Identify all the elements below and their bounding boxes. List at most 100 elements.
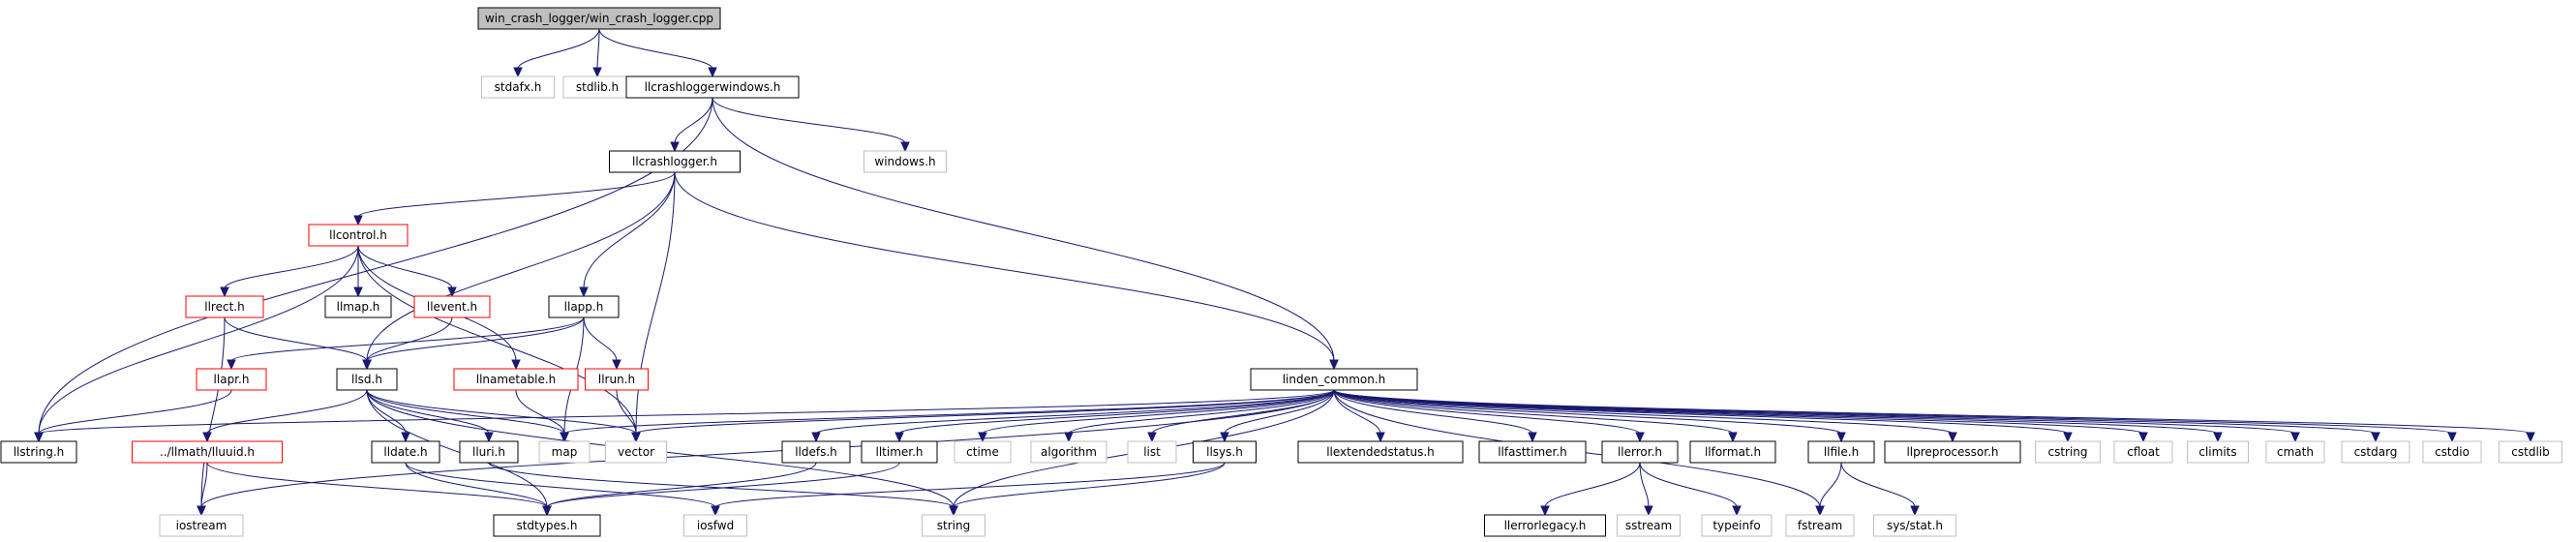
edge-llcrashlogger-to-llsd [362,171,676,371]
node-box [132,440,283,464]
node-box [781,440,851,464]
node-label: cstdio [2435,445,2470,459]
edge-llsys-to-iosfwd [711,462,1226,517]
node-llsd-h[interactable]: llsd.h [336,368,398,391]
node-box [1478,440,1587,464]
node-string: string [922,514,985,537]
node-box [1297,440,1464,464]
node-box [1617,514,1681,537]
edge-llcrashloggerwindows-to-linden-common [712,97,1339,371]
node-lltimer-h[interactable]: lltimer.h [861,440,938,464]
node-algorithm: algorithm [1030,440,1107,464]
node-label: llsd.h [351,373,382,386]
node-climits: climits [2187,440,2249,464]
edge-linden-common-to-llextendedstatus [1333,389,1385,443]
node-llapp-h[interactable]: llapp.h [548,295,620,318]
node-label: iosfwd [697,519,734,532]
edge-linden-common-to-llformat [1333,389,1738,443]
node-llmath-lluuid-h[interactable]: ../llmath/lluuid.h [132,440,283,464]
node-llrect-h[interactable]: llrect.h [185,295,264,318]
edge-llcrashlogger-to-llcontrol [353,171,676,226]
node-iostream: iostream [159,514,244,537]
node-cstdarg: cstdarg [2341,440,2410,464]
node-box [336,368,398,391]
node-llformat-h[interactable]: llformat.h [1689,440,1776,464]
node-label: llcrashloggerwindows.h [645,80,781,94]
node-label: ctime [966,445,999,459]
node-label: string [937,519,970,532]
node-linden-common-h[interactable]: linden_common.h [1250,368,1418,391]
node-box [324,295,392,318]
node-llerrorlegacy-h[interactable]: llerrorlegacy.h [1484,514,1606,537]
node-box [477,7,721,30]
node-llfasttimer-h[interactable]: llfasttimer.h [1478,440,1587,464]
edge-llerror-to-llerrorlegacy [1540,462,1641,517]
node-win-crash-logger-win-crash-logger-cpp[interactable]: win_crash_logger/win_crash_logger.cpp [477,7,721,30]
node-box [922,514,985,537]
edge-linden-common-to-ctime [978,389,1335,443]
node-lldate-h[interactable]: lldate.h [371,440,440,464]
node-llsys-h[interactable]: llsys.h [1193,440,1257,464]
node-label: climits [2198,445,2236,459]
node-label: ../llmath/lluuid.h [160,445,255,459]
node-stdtypes-h[interactable]: stdtypes.h [493,514,601,537]
node-label: lldate.h [383,445,427,459]
edge-lldefs-to-stdtypes [542,462,817,517]
edge-llapp-to-llrun [583,316,621,371]
node-box [2499,440,2562,464]
node-box [1701,514,1773,537]
node-box [185,295,264,318]
node-box [196,368,267,391]
node-label: cmath [2277,445,2314,459]
edge-linden-common-to-llpreprocessor [1333,389,1957,443]
node-llrun-h[interactable]: llrun.h [585,368,649,391]
node-label: llpreprocessor.h [1906,445,1998,459]
node-cstdlib: cstdlib [2499,440,2562,464]
node-box [548,295,620,318]
edge-llcontrol-to-llmap [353,245,363,298]
node-llcrashlogger-h[interactable]: llcrashlogger.h [609,150,741,173]
node-label: stdlib.h [576,80,619,94]
node-llevent-h[interactable]: llevent.h [413,295,491,318]
node-label: map [552,445,578,459]
node-label: llfile.h [1824,445,1859,459]
node-label: llnametable.h [476,373,557,386]
edge-llsd-to-lluri [366,389,494,443]
edge-llcontrol-to-llrect [220,245,359,298]
edge-llcontrol-to-llstring [34,245,359,443]
node-llcrashloggerwindows-h[interactable]: llcrashloggerwindows.h [625,75,800,99]
node-llerror-h[interactable]: llerror.h [1601,440,1679,464]
node-llextendedstatus-h[interactable]: llextendedstatus.h [1297,440,1464,464]
edge-lltimer-to-stdtypes [542,462,900,517]
edge-linden-common-to-cstdlib [1333,389,2535,443]
edge-llcrashlogger-to-vector [631,171,676,443]
edge-llcrashlogger-to-linden-common [674,171,1339,371]
edge-llapr-to-llstring [34,389,232,443]
node-llcontrol-h[interactable]: llcontrol.h [308,224,409,247]
edge-llcrashloggerwindows-to-llcrashlogger [670,97,713,153]
node-stdafx-h: stdafx.h [481,75,555,99]
node-label: llapr.h [214,373,250,386]
node-lldefs-h[interactable]: lldefs.h [781,440,851,464]
node-llstring-h[interactable]: llstring.h [0,440,77,464]
edge-linden-common-to-llerror [1333,389,1645,443]
node-map: map [538,440,591,464]
edge-llnametable-to-map [515,389,569,443]
node-box [459,440,519,464]
node-lluri-h[interactable]: lluri.h [459,440,519,464]
node-llpreprocessor-h[interactable]: llpreprocessor.h [1884,440,2021,464]
edge-llapp-to-llsd [362,316,585,371]
edge-linden-common-to-cstring [1333,389,2073,443]
node-label: algorithm [1041,445,1097,459]
node-llapr-h[interactable]: llapr.h [196,368,267,391]
node-box [453,368,579,391]
node-llfile-h[interactable]: llfile.h [1807,440,1875,464]
node-box [1785,514,1855,537]
node-llnametable-h[interactable]: llnametable.h [453,368,579,391]
edge-root-to-llcrashloggerwindows [598,28,717,78]
edge-llrect-to-iostream [197,316,226,517]
edge-linden-common-to-llfile [1333,389,1846,443]
node-llmap-h[interactable]: llmap.h [324,295,392,318]
node-box [1030,440,1107,464]
node-label: typeinfo [1712,519,1760,532]
